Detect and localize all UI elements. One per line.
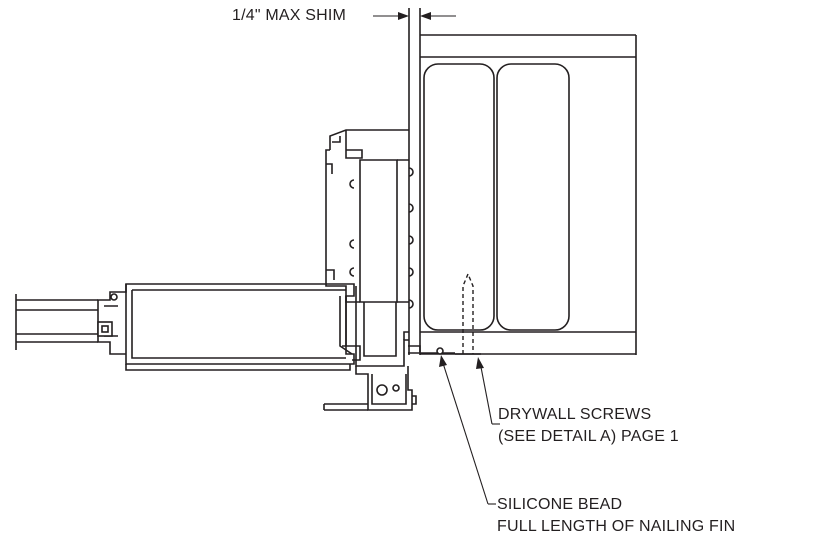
stud-right [496,63,570,331]
screw-leader [476,357,500,425]
shim-label: 1/4" MAX SHIM [232,7,347,24]
silicone-bead-label: SILICONE BEAD [497,496,623,513]
silicone-leader [439,355,496,505]
shim-dimension [373,12,456,20]
silicone-bead-detail-label: FULL LENGTH OF NAILING FIN [497,518,736,535]
stud-left [423,63,495,331]
drywall-screws-label: DRYWALL SCREWS [498,406,652,423]
silicone-bead [436,347,444,355]
wall-framing [408,8,637,355]
window-sash [15,283,361,371]
drywall-screws-detail-label: (SEE DETAIL A) PAGE 1 [498,428,679,445]
nailing-fin [408,347,455,355]
drywall-screw [455,272,481,355]
window-frame-extrusion [323,129,421,411]
